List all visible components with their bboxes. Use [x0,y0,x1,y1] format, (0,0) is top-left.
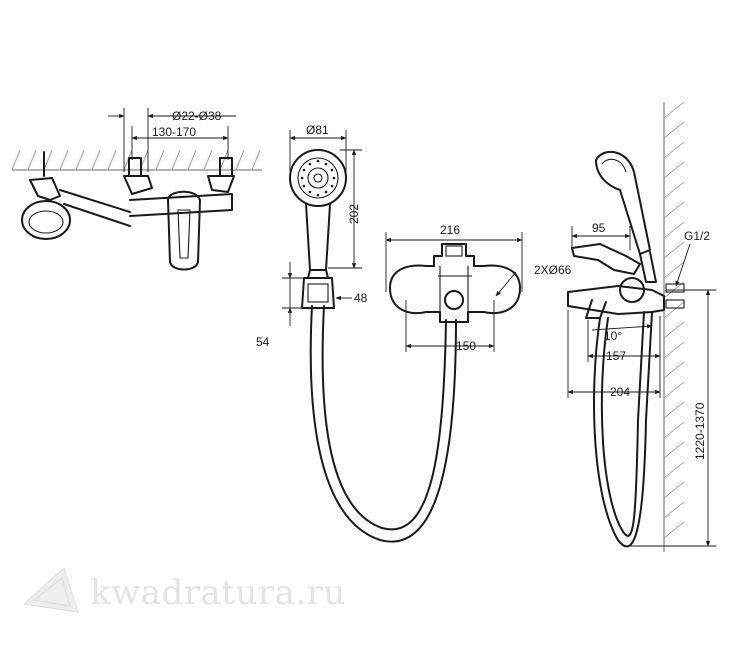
dim-handset-length: 202 [347,204,361,224]
side-view: 95 G1/2 10° 157 204 1220-1370 [567,101,716,552]
dim-thread: G1/2 [684,229,710,243]
watermark-logo-icon [22,567,79,613]
front-view: 216 150 2XØ66 [385,223,572,353]
watermark: kwadratura.ru [22,567,346,613]
top-wall-hatch [11,149,262,171]
dim-tilt-angle: 10° [604,329,622,343]
dim-holder-height: 48 [354,291,368,305]
dim-body-spacing: 150 [456,339,476,353]
top-view: Ø22-Ø38 130-170 [11,108,262,271]
side-wall-hatch [663,101,685,552]
dim-pipe-diameter: Ø22-Ø38 [172,109,222,123]
dim-hose-height: 1220-1370 [693,402,707,460]
dim-body-width: 216 [440,223,460,237]
dim-flange: 2XØ66 [534,263,572,277]
dim-holder-depth: 54 [256,335,270,349]
dim-depth-157: 157 [606,349,626,363]
watermark-text: kwadratura.ru [90,573,346,613]
dim-head-diameter: Ø81 [306,123,329,137]
dim-spout-reach: 95 [592,221,606,235]
dim-center-distance: 130-170 [152,125,196,139]
shower-nozzles [300,159,336,197]
dim-depth-204: 204 [610,385,630,399]
hand-shower-view: Ø81 202 54 48 [256,123,457,543]
